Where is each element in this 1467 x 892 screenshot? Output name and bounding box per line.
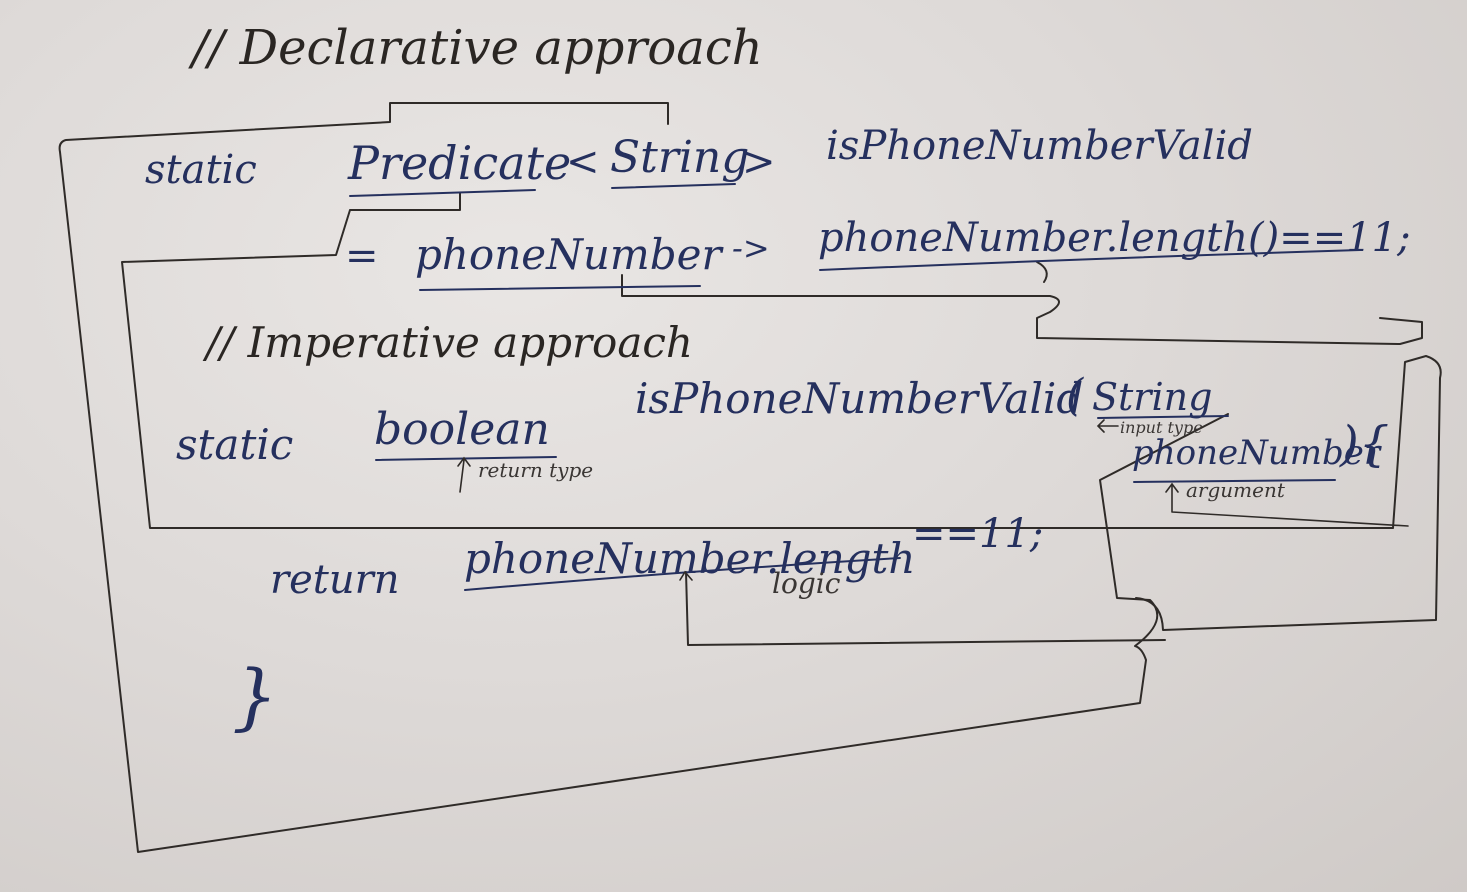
method-param-name-underline [1133, 479, 1336, 483]
method-param-type: String [1092, 375, 1213, 419]
return-type-annotation: return type [478, 458, 594, 482]
lambda-arrow: -> [732, 229, 770, 267]
predicate-underline [349, 189, 536, 197]
return-keyword: return [270, 557, 400, 603]
input-type-arrow [1096, 419, 1119, 433]
lambda-parameter: phoneNumber [415, 230, 722, 279]
declarative-static-keyword: static [145, 147, 257, 193]
argument-annotation: argument [1186, 478, 1285, 502]
imperative-comment: // Imperative approach [206, 318, 693, 367]
generic-open-bracket: < [566, 139, 600, 185]
outer-frame-line [58, 102, 1229, 853]
declarative-method-name: isPhoneNumberValid [826, 123, 1253, 169]
string-underline [611, 183, 736, 189]
body-connector-line [1036, 261, 1048, 283]
inner-frame-line [121, 192, 1442, 631]
boolean-underline [375, 456, 557, 461]
lambda-body-underline [819, 249, 1361, 271]
method-param-type-underline [1097, 415, 1229, 419]
predicate-type: Predicate [348, 136, 572, 190]
lambda-equals: = [345, 233, 379, 279]
logic-arrow [679, 570, 693, 581]
close-paren-open-brace: ){ [1340, 416, 1390, 472]
boolean-return-type: boolean [374, 404, 550, 455]
lambda-param-underline [419, 285, 701, 291]
imperative-static-keyword: static [176, 420, 294, 469]
open-paren: ( [1066, 370, 1084, 421]
return-type-arrow [457, 456, 471, 493]
method-param-name: phoneNumber [1132, 433, 1381, 473]
return-comparison: ==11; [912, 511, 1044, 557]
argument-arrow [1165, 482, 1409, 527]
param-connector-line [621, 274, 1423, 345]
closing-brace: } [232, 654, 278, 738]
imperative-method-name: isPhoneNumberValid [635, 374, 1084, 423]
return-expression: phoneNumber.length [464, 534, 916, 583]
logic-connector-line [685, 571, 1166, 646]
lambda-body: phoneNumber.length()==11; [818, 215, 1411, 261]
return-expression-underline [464, 557, 901, 591]
logic-annotation: logic [772, 567, 841, 600]
generic-close-bracket: > [742, 139, 776, 185]
generic-string-type: String [610, 132, 750, 183]
declarative-comment: // Declarative approach [192, 20, 763, 76]
input-type-annotation: input type [1120, 418, 1203, 437]
